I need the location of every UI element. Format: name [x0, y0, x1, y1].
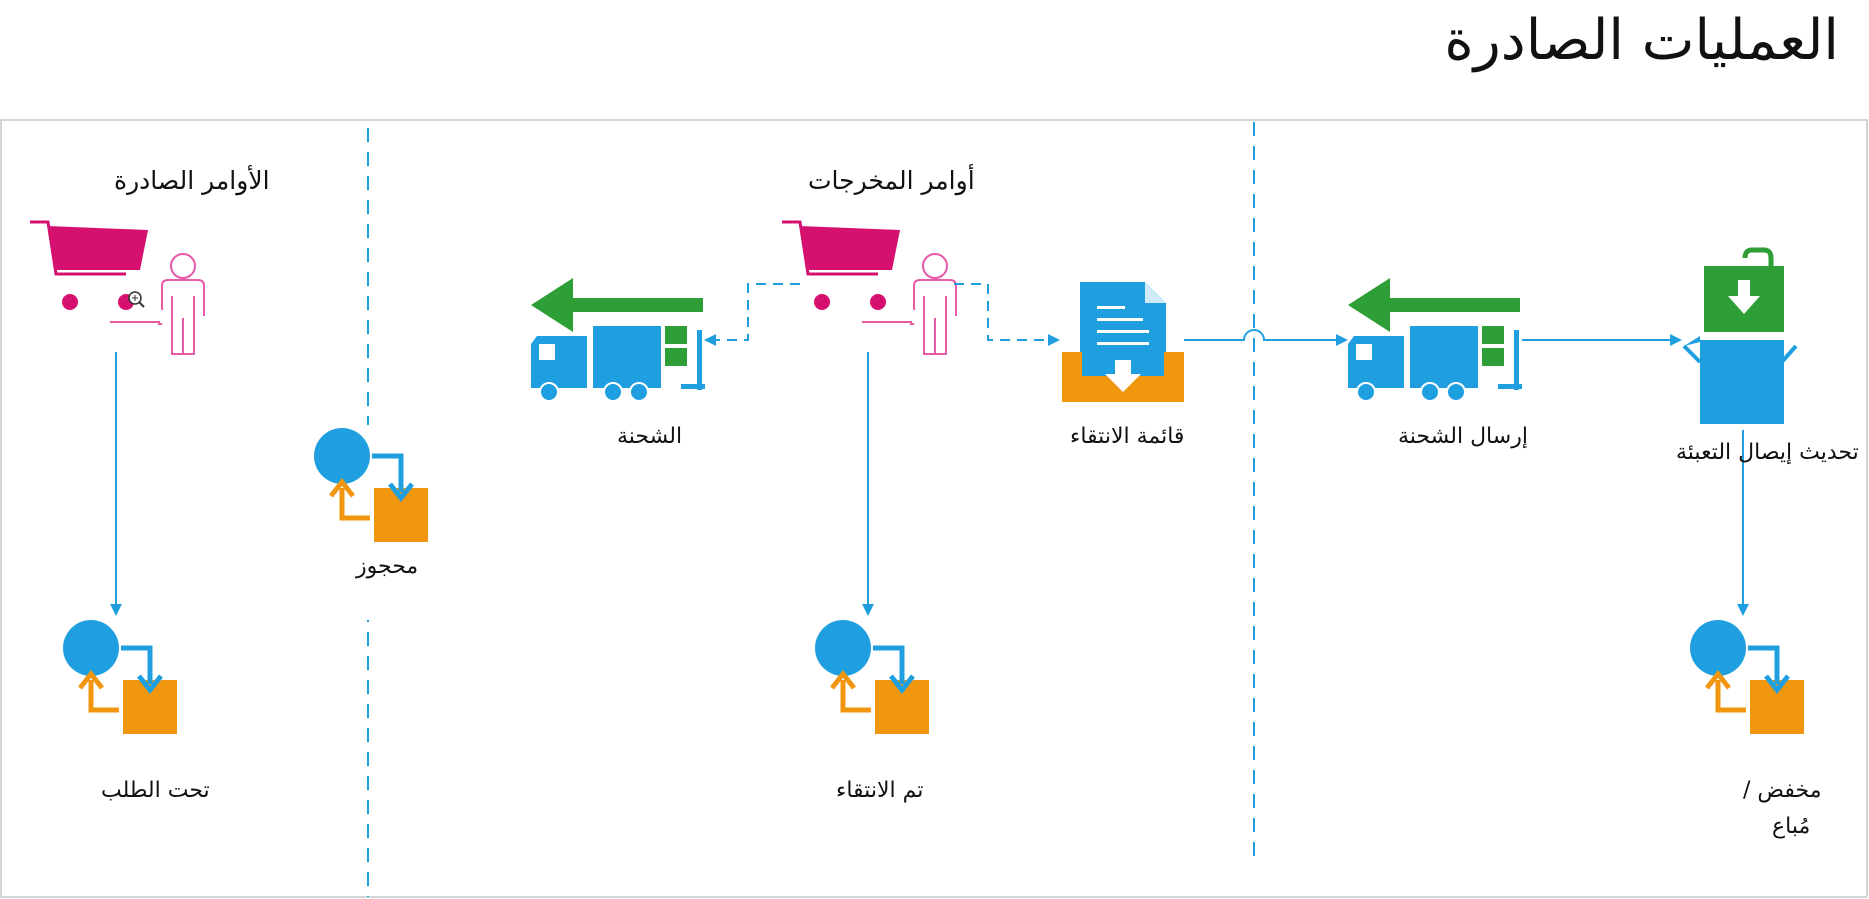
under-order-inventory-icon	[63, 620, 177, 734]
shipment-truck-icon	[530, 277, 706, 402]
arrow-picklist-to-send	[1184, 329, 1348, 346]
page-title: العمليات الصادرة	[1444, 8, 1839, 73]
diagram-frame	[0, 119, 1868, 898]
send-shipment-truck-icon	[1347, 277, 1523, 402]
output-cart-user-icon	[780, 220, 958, 356]
packing-slip-package-icon	[1682, 247, 1798, 424]
label-update-packing-slip: تحديث إيصال التعبئة	[1676, 440, 1859, 465]
dashed-arrow-to-shipment	[704, 283, 800, 346]
label-deducted-sold-line2: مُباع	[1772, 814, 1811, 839]
label-pick-list: قائمة الانتقاء	[1070, 424, 1185, 449]
picked-inventory-icon	[815, 620, 929, 734]
label-send-shipment: إرسال الشحنة	[1398, 424, 1528, 449]
dashed-arrow-to-picklist	[954, 283, 1060, 346]
label-under-order: تحت الطلب	[101, 778, 210, 803]
label-shipment: الشحنة	[617, 424, 683, 449]
deducted-inventory-icon	[1690, 620, 1804, 734]
label-picked: تم الانتقاء	[836, 778, 924, 803]
label-reserved: محجوز	[356, 554, 419, 579]
zoom-icon	[128, 291, 145, 308]
section-title-outbound-orders: الأوامر الصادرة	[114, 166, 270, 195]
pick-list-document-icon	[1062, 282, 1184, 402]
outbound-cart-user-icon	[28, 220, 206, 356]
section-title-output-orders: أوامر المخرجات	[808, 166, 975, 195]
label-deducted-sold-line1: مخفض /	[1743, 778, 1822, 803]
